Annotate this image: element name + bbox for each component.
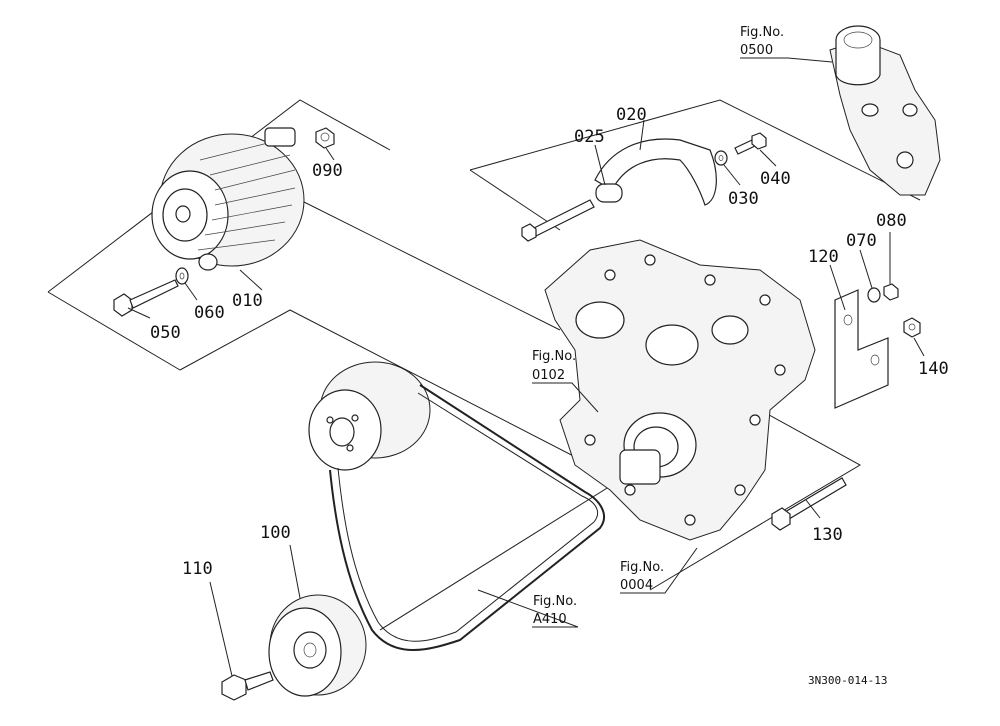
callout-120: 120 [808,247,839,267]
water-pump-pulley-part[interactable] [308,361,431,471]
washer-030-part[interactable] [714,150,728,166]
bolt-130-part[interactable] [771,477,847,531]
washer-060-part[interactable] [175,267,189,285]
callout-025: 025 [574,127,605,147]
callout-090: 090 [312,161,343,181]
callout-140: 140 [918,359,949,379]
callout-110: 110 [182,559,213,579]
nut-090-part[interactable] [315,127,335,149]
fig-ref-0102-number: 0102 [532,368,565,383]
leader-lines [127,57,925,677]
bolt-040-part[interactable] [734,132,767,155]
callout-010: 010 [232,291,263,311]
gear-case-part[interactable] [544,239,816,541]
fig-ref-A410-caption: Fig.No. [533,594,577,609]
fig-ref-0004-number: 0004 [620,578,653,593]
fig-ref-0102-caption: Fig.No. [532,349,576,364]
callout-020: 020 [616,105,647,125]
alternator-part[interactable] [151,127,305,271]
fig-ref-0004-caption: Fig.No. [620,560,664,575]
callout-040: 040 [760,169,791,189]
callout-labels: 010 020 025 030 040 050 060 070 080 090 … [150,105,949,579]
bracket-120-part[interactable] [834,289,889,409]
water-flange-0500-part[interactable] [829,25,941,196]
fig-ref-0500-number: 0500 [740,43,773,58]
crankshaft-pulley-100-part[interactable] [268,594,367,697]
nut-140-part[interactable] [903,317,921,338]
adjusting-plate-020-part[interactable] [594,138,717,206]
drawing-code: 3N300-014-13 [808,674,887,687]
callout-050: 050 [150,323,181,343]
bolt-050-part[interactable] [113,279,179,317]
assembly-outline-lines [47,99,921,631]
callout-030: 030 [728,189,759,209]
bolt-025-part[interactable] [521,199,595,242]
washer-070-part[interactable] [867,287,881,303]
figure-references: Fig.No. 0500 Fig.No. 0102 Fig.No. 0004 F… [532,25,784,627]
fig-ref-0500-caption: Fig.No. [740,25,784,40]
callout-060: 060 [194,303,225,323]
bolt-110-part[interactable] [221,671,274,701]
callout-100: 100 [260,523,291,543]
callout-130: 130 [812,525,843,545]
fig-ref-A410-number: A410 [533,612,567,627]
callout-070: 070 [846,231,877,251]
v-belt-part[interactable] [329,384,605,651]
callout-080: 080 [876,211,907,231]
nut-080-part[interactable] [883,283,899,301]
